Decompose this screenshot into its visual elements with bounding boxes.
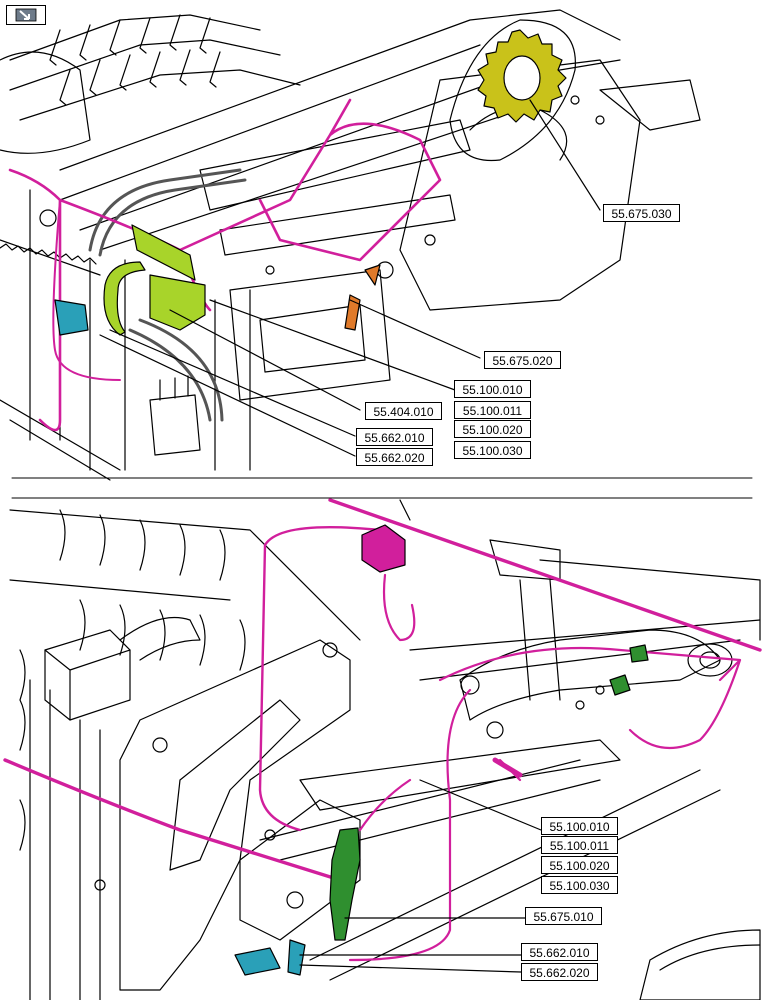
callout-55-675-020[interactable]: 55.675.020: [484, 351, 561, 369]
callout-55-662-020[interactable]: 55.662.020: [521, 963, 598, 981]
bottom-wire-loop: [258, 525, 382, 832]
return-arrow-icon: [15, 8, 37, 22]
callout-55-662-010[interactable]: 55.662.010: [356, 428, 433, 446]
section-divider: [11, 477, 753, 499]
top-module-green: [149, 274, 206, 331]
callout-55-662-010[interactable]: 55.662.010: [521, 943, 598, 961]
bottom-wire-harness-main: [3, 758, 342, 882]
bottom-panel-linework: [9, 509, 761, 1001]
callout-55-100-020[interactable]: 55.100.020: [454, 420, 531, 438]
bottom-sensor-cyan: [234, 939, 306, 976]
top-lever-orange: [344, 264, 381, 331]
bottom-wire-arc: [348, 646, 742, 962]
callout-55-100-030[interactable]: 55.100.030: [541, 876, 618, 894]
callout-55-662-020[interactable]: 55.662.020: [356, 448, 433, 466]
bottom-lever-green: [329, 827, 361, 941]
top-wire-harness: [8, 98, 442, 432]
top-sprocket: [477, 29, 567, 123]
callout-55-100-010[interactable]: 55.100.010: [454, 380, 531, 398]
callout-55-404-010[interactable]: 55.404.010: [365, 402, 442, 420]
top-hose-loop: [52, 199, 121, 381]
callout-55-100-030[interactable]: 55.100.030: [454, 441, 531, 459]
bottom-leader-lines: [299, 499, 542, 973]
top-sensor-cyan: [54, 299, 89, 336]
top-tube-green: [103, 261, 146, 336]
bottom-connector: [361, 524, 406, 573]
callout-55-100-010[interactable]: 55.100.010: [541, 817, 618, 835]
callout-55-100-020[interactable]: 55.100.020: [541, 856, 618, 874]
callout-55-675-030[interactable]: 55.675.030: [603, 204, 680, 222]
bottom-wire-drop: [382, 573, 416, 642]
bottom-wire-harness-upper: [328, 498, 762, 652]
callout-55-675-010[interactable]: 55.675.010: [525, 907, 602, 925]
callout-55-100-011[interactable]: 55.100.011: [541, 836, 618, 854]
bottom-wire-end: [492, 757, 523, 778]
callout-55-100-011[interactable]: 55.100.011: [454, 401, 531, 419]
top-leader-lines: [99, 99, 601, 457]
back-button[interactable]: [6, 5, 46, 25]
top-panel-linework: [0, 9, 701, 481]
bottom-small-green: [609, 644, 649, 696]
top-bracket-green: [131, 224, 196, 281]
